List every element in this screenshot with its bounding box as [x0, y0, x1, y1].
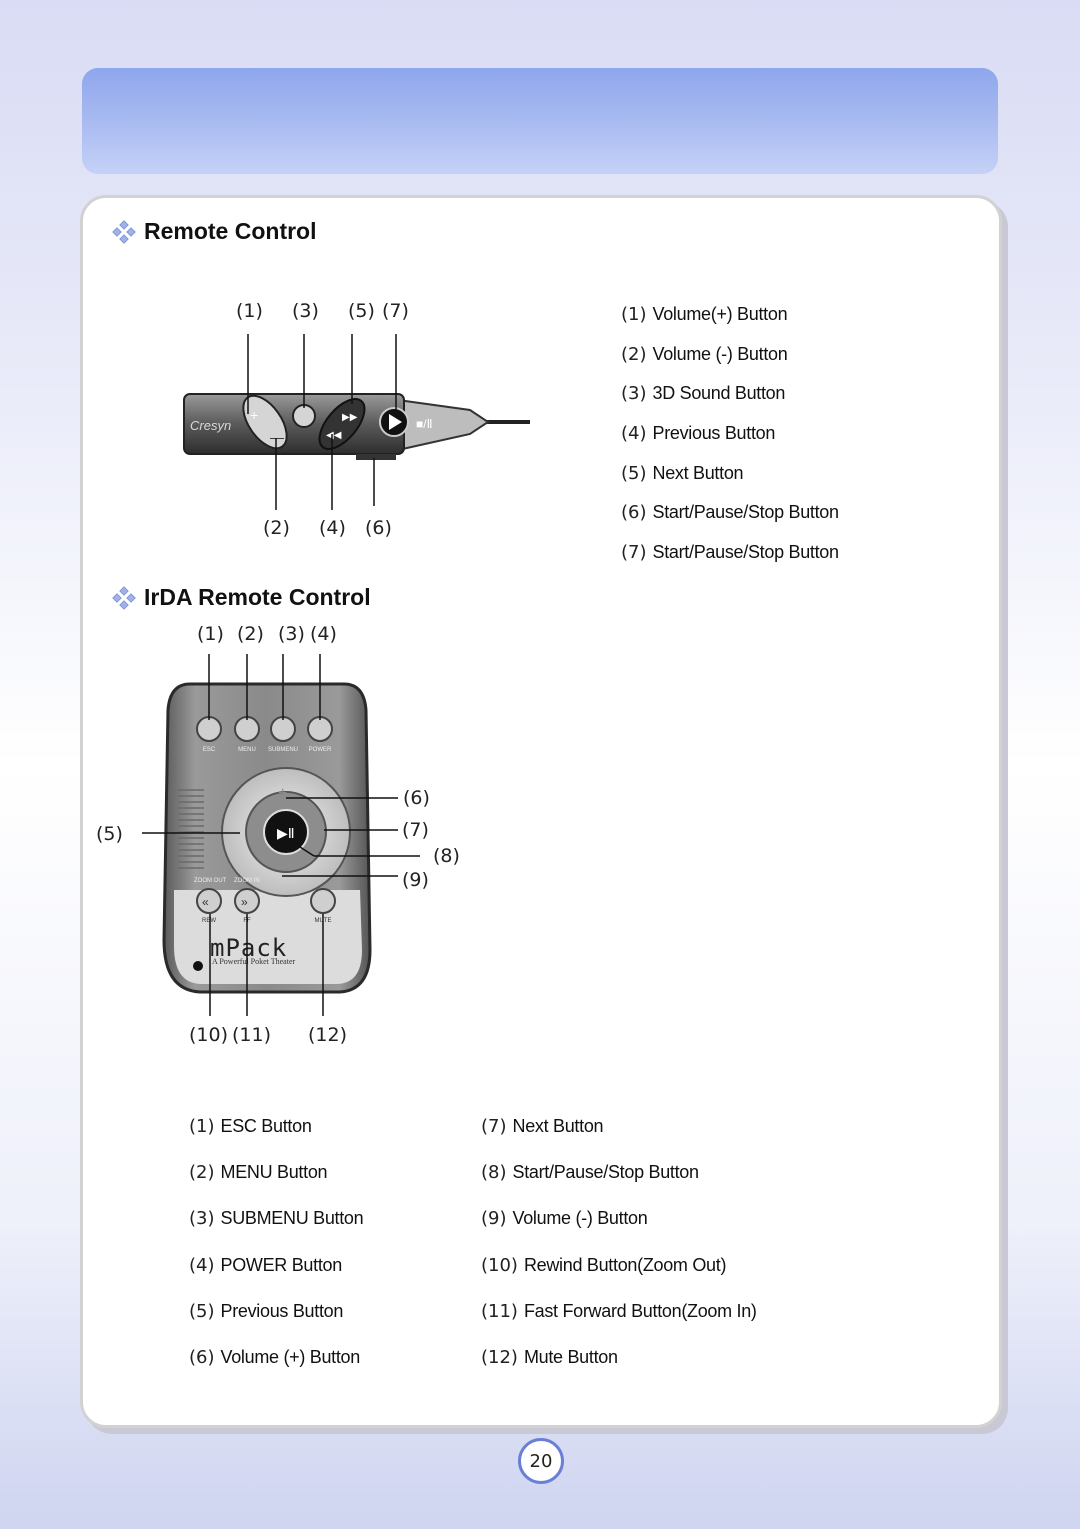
irda-label-9: (9): [402, 869, 429, 891]
prev-next-rocker: [318, 398, 366, 450]
irda-legend-item: (7)Next Button: [481, 1116, 604, 1137]
irda-label-10: (10): [189, 1024, 229, 1046]
header-band: [82, 68, 998, 174]
irda-label-4: (4): [310, 623, 337, 645]
svg-text:»: »: [241, 895, 248, 909]
zoom-in-caption: ZOOM IN: [234, 878, 260, 884]
irda-legend-item: (10)Rewind Button(Zoom Out): [481, 1255, 727, 1276]
irda-tagline: A Powerful Poket Theater: [212, 957, 296, 966]
irda-legend-item: (2)MENU Button: [189, 1162, 328, 1183]
diamond-bullet-icon: [112, 585, 136, 610]
svg-text:+: +: [250, 407, 258, 423]
svg-text:▶▶: ▶▶: [342, 412, 358, 423]
remote-legend-item: (5)Next Button: [621, 463, 744, 484]
remote-label-6: (6): [365, 517, 392, 539]
remote-legend-item: (6)Start/Pause/Stop Button: [621, 502, 839, 523]
svg-text:■/Ⅱ: ■/Ⅱ: [416, 417, 433, 431]
irda-play-pause-button: [263, 809, 309, 855]
irda-legend-item: (6)Volume (+) Button: [189, 1347, 360, 1368]
esc-caption: ESC: [203, 747, 216, 753]
rew-caption: REW: [202, 918, 216, 924]
diamond-bullet-icon: [112, 219, 136, 244]
irda-label-12: (12): [308, 1024, 348, 1046]
irda-legend-item: (1)ESC Button: [189, 1116, 312, 1137]
page-number: 20: [518, 1438, 564, 1484]
irda-label-2: (2): [237, 623, 264, 645]
remote-label-5: (5): [348, 300, 375, 322]
3d-sound-button: [292, 404, 316, 428]
irda-label-7: (7): [402, 819, 429, 841]
svg-text:«: «: [202, 895, 209, 909]
svg-text:−: −: [279, 862, 288, 879]
svg-text:—: —: [270, 429, 284, 445]
irda-legend-item: (4)POWER Button: [189, 1255, 342, 1276]
remote-legend-item: (7)Start/Pause/Stop Button: [621, 542, 839, 563]
zoom-out-caption: ZOOM OUT: [194, 878, 227, 884]
irda-heading: IrDA Remote Control: [112, 584, 371, 611]
remote-label-3: (3): [292, 300, 319, 322]
svg-text:▶Ⅱ: ▶Ⅱ: [277, 825, 295, 841]
remote-control-heading: Remote Control: [112, 218, 317, 245]
irda-label-6: (6): [403, 787, 430, 809]
irda-label-1: (1): [197, 623, 224, 645]
irda-legend-item: (5)Previous Button: [189, 1301, 344, 1322]
remote-label-7: (7): [382, 300, 409, 322]
irda-brand: mPack: [210, 934, 287, 962]
irda-label-8: (8): [433, 845, 460, 867]
irda-title: IrDA Remote Control: [144, 584, 371, 610]
power-caption: POWER: [309, 747, 332, 753]
irda-label-3: (3): [278, 623, 305, 645]
remote-legend-item: (3)3D Sound Button: [621, 383, 786, 404]
irda-legend-item: (9)Volume (-) Button: [481, 1208, 648, 1229]
wired-remote-illustration: Cresyn + — ▶▶ ◀◀ ■/Ⅱ: [183, 334, 530, 510]
remote-legend-item: (2)Volume (-) Button: [621, 344, 788, 365]
irda-legend-item: (12)Mute Button: [481, 1347, 618, 1368]
remote-brand: Cresyn: [190, 418, 231, 433]
irda-remote-illustration: ESC MENU SUBMENU POWER ▶Ⅱ + − ZOOM OUT Z…: [142, 654, 420, 1016]
remote-label-1: (1): [236, 300, 263, 322]
svg-text:◀◀: ◀◀: [326, 430, 342, 441]
menu-caption: MENU: [238, 747, 256, 753]
remote-legend-item: (1)Volume(+) Button: [621, 304, 788, 325]
irda-legend-item: (8)Start/Pause/Stop Button: [481, 1162, 699, 1183]
remote-label-4: (4): [319, 517, 346, 539]
remote-control-title: Remote Control: [144, 218, 317, 244]
irda-legend-item: (3)SUBMENU Button: [189, 1208, 364, 1229]
irda-legend-item: (11)Fast Forward Button(Zoom In): [481, 1301, 757, 1322]
remote-legend-item: (4)Previous Button: [621, 423, 776, 444]
svg-text:+: +: [278, 785, 287, 802]
irda-label-5: (5): [96, 823, 123, 845]
remote-label-2: (2): [263, 517, 290, 539]
submenu-caption: SUBMENU: [268, 747, 298, 753]
irda-label-11: (11): [232, 1024, 272, 1046]
